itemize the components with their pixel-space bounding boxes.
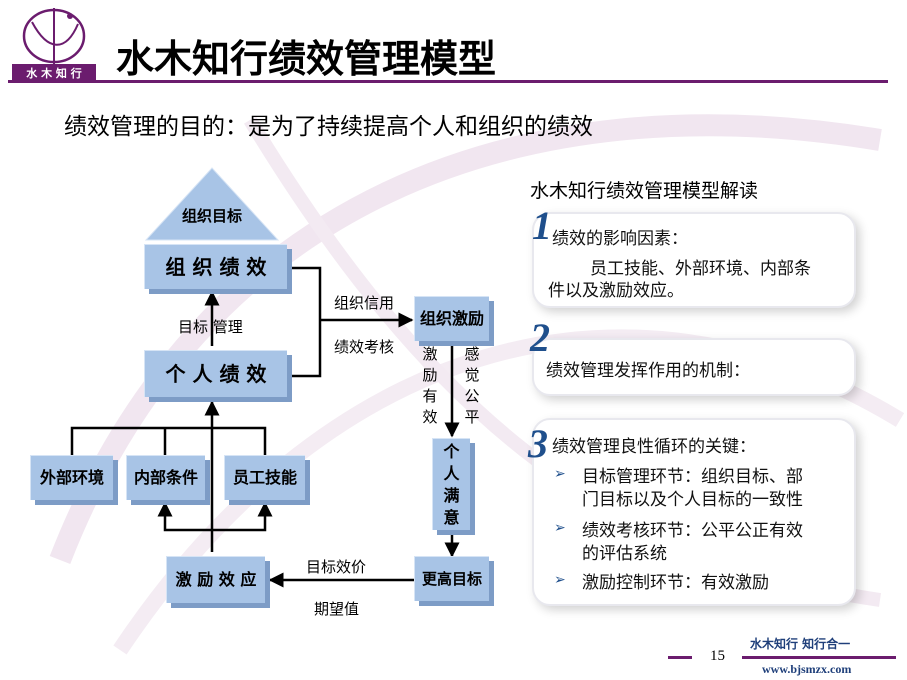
logo-text: 水 木 知 行 bbox=[26, 67, 82, 80]
panel-virtuous-cycle bbox=[532, 418, 856, 606]
panel-mechanism bbox=[532, 338, 856, 396]
panel-2-number: 2 bbox=[530, 315, 550, 360]
goal-valence-label: 目标效价 bbox=[306, 558, 367, 576]
panel-1-body-line-1: 员工技能、外部环境、内部条 bbox=[590, 259, 811, 279]
panel-3-title: 绩效管理良性循环的关键： bbox=[552, 437, 756, 457]
panel-influence-factors bbox=[532, 212, 856, 308]
org-goal-triangle bbox=[144, 167, 280, 241]
logo: 水 木 知 行 bbox=[8, 2, 100, 86]
org-incentive-box: 组织激励 bbox=[414, 296, 489, 341]
individual-performance-box: 个 人 绩 效 bbox=[144, 350, 287, 397]
panel-2-title: 绩效管理发挥作用的机制： bbox=[546, 361, 750, 381]
bullet-2-line-2: 的评估系统 bbox=[582, 544, 667, 564]
purpose-text: 是为了持续提高个人和组织的绩效 bbox=[248, 114, 593, 139]
expectancy-label: 期望值 bbox=[314, 600, 360, 618]
perf-assessment-label: 绩效考核 bbox=[334, 338, 395, 356]
incentive-valid-label: 激 励 有 效 bbox=[422, 345, 438, 426]
org-goal-label: 组织目标 bbox=[181, 207, 242, 225]
purpose-statement: 绩效管理的目的：是为了持续提高个人和组织的绩效 bbox=[64, 107, 593, 141]
interpretation-heading: 水木知行绩效管理模型解读 bbox=[530, 180, 759, 202]
bullet-1-line-1: 目标管理环节：组织目标、部 bbox=[582, 467, 803, 487]
higher-goal-box: 更高目标 bbox=[414, 556, 489, 601]
bullet-1-line-2: 门目标以及个人目标的一致性 bbox=[582, 490, 803, 510]
arrow-bullet-icon: ➢ bbox=[554, 466, 566, 482]
internal-conditions-box: 内部条件 bbox=[126, 455, 205, 500]
external-environment-box: 外部环境 bbox=[30, 455, 113, 500]
goal-management-label: 目标 管理 bbox=[178, 318, 243, 336]
staff-skills-box: 员工技能 bbox=[224, 455, 305, 500]
bullet-3-line-1: 激励控制环节：有效激励 bbox=[582, 573, 769, 593]
panel-3-number: 3 bbox=[528, 421, 548, 466]
page-number: 15 bbox=[710, 648, 725, 664]
title-underline bbox=[8, 80, 888, 83]
panel-1-number: 1 bbox=[532, 203, 552, 248]
footer-divider bbox=[668, 656, 692, 659]
logo-icon bbox=[12, 8, 96, 82]
arrow-bullet-icon: ➢ bbox=[554, 520, 566, 536]
org-performance-box: 组 织 绩 效 bbox=[144, 244, 287, 289]
purpose-label: 绩效管理的目的： bbox=[64, 114, 248, 140]
personal-satisfaction-box: 个 人 满 意 bbox=[432, 438, 470, 530]
arrow-bullet-icon: ➢ bbox=[554, 572, 566, 588]
bullet-2-line-1: 绩效考核环节：公平公正有效 bbox=[582, 521, 803, 541]
org-credit-label: 组织信用 bbox=[334, 294, 395, 312]
feel-fair-label: 感 觉 公 平 bbox=[464, 345, 480, 426]
incentive-effect-box: 激 励 效 应 bbox=[166, 556, 265, 603]
footer-slogan: 水木知行 知行合一 bbox=[750, 637, 851, 651]
panel-1-body-line-2: 件以及激励效应。 bbox=[548, 281, 684, 301]
footer-divider-right bbox=[742, 656, 896, 659]
page-title: 水木知行绩效管理模型 bbox=[116, 37, 497, 81]
panel-1-title: 绩效的影响因素： bbox=[552, 229, 688, 249]
footer-website: www.bjsmzx.com bbox=[762, 662, 852, 676]
